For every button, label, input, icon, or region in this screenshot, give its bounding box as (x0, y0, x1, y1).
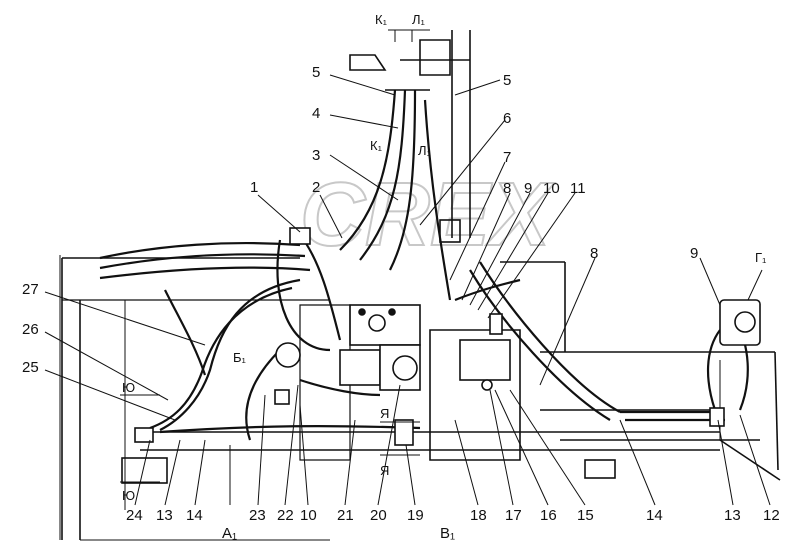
label-9: 9 (524, 180, 532, 197)
section-l1-top: Л₁ (412, 12, 426, 27)
label-17: 17 (505, 507, 522, 524)
section-yu-top: Ю (122, 380, 135, 395)
label-9-right: 9 (690, 245, 698, 262)
label-6: 6 (503, 110, 511, 127)
section-k1-mid: К₁ (370, 138, 383, 153)
label-15: 15 (577, 507, 594, 524)
label-21: 21 (337, 507, 354, 524)
label-22: 22 (277, 507, 294, 524)
label-7: 7 (503, 149, 511, 166)
label-8: 8 (503, 180, 511, 197)
label-5-right: 5 (503, 72, 511, 89)
label-14-right: 14 (646, 507, 663, 524)
section-a1: А₁ (222, 525, 237, 542)
label-8-right: 8 (590, 245, 598, 262)
frame-lines (59, 30, 781, 541)
label-24: 24 (126, 507, 143, 524)
section-yu-bottom: Ю (122, 488, 135, 503)
label-4: 4 (312, 105, 320, 122)
label-13-right: 13 (724, 507, 741, 524)
section-ya-bottom: Я (380, 463, 389, 478)
section-l1-mid: Л₁ (418, 143, 432, 158)
label-25: 25 (22, 359, 39, 376)
label-10-bottom: 10 (300, 507, 317, 524)
section-b1: Б₁ (233, 350, 247, 365)
label-18: 18 (470, 507, 487, 524)
label-12: 12 (763, 507, 780, 524)
label-27: 27 (22, 281, 39, 298)
label-14-left: 14 (186, 507, 203, 524)
label-10: 10 (543, 180, 560, 197)
label-16: 16 (540, 507, 557, 524)
section-ya-top: Я (380, 406, 389, 421)
label-11: 11 (570, 180, 586, 197)
label-3: 3 (312, 147, 320, 164)
number-labels: 1 2 3 4 5 5 6 7 8 9 10 11 8 9 12 13 14 1… (22, 64, 780, 524)
leader-lines (44, 29, 771, 506)
section-g1: Г₁ (755, 250, 767, 265)
label-23: 23 (249, 507, 266, 524)
section-k1-top: К₁ (375, 12, 388, 27)
label-20: 20 (370, 507, 387, 524)
label-2: 2 (312, 179, 320, 196)
label-19: 19 (407, 507, 424, 524)
section-v1: В₁ (440, 525, 455, 542)
label-1: 1 (250, 179, 258, 196)
hoses (99, 89, 749, 441)
label-5-left: 5 (312, 64, 320, 81)
label-13-left: 13 (156, 507, 173, 524)
fittings (134, 227, 761, 446)
label-26: 26 (22, 321, 39, 338)
section-labels: К₁ Л₁ К₁ Л₁ Б₁ Г₁ Ю Ю Я Я А₁ В₁ (122, 12, 767, 542)
